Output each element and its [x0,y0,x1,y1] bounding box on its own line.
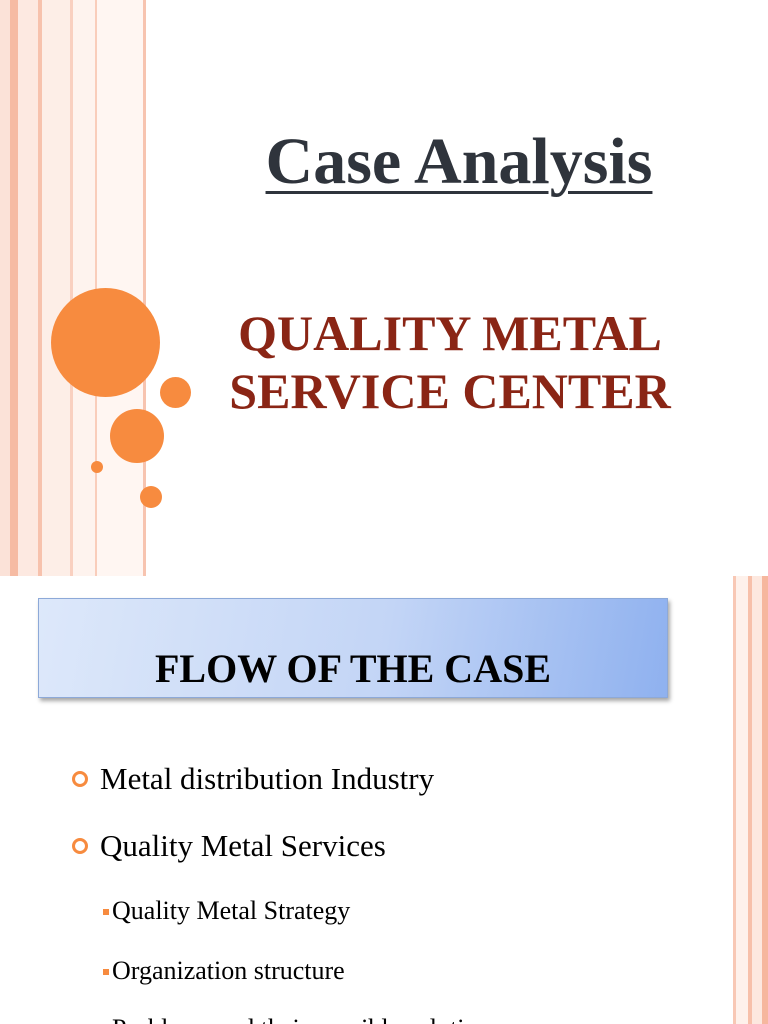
slide-title: Case Analysis [265,125,653,198]
orange-ring-icon [72,838,88,854]
decor-stripe [38,0,42,576]
sub-bullet-text: Quality Metal Strategy [112,896,351,925]
decor-circle-medium [110,409,164,463]
sub-bullet-item: Organization structure [103,956,345,986]
decor-circle-small [140,486,162,508]
decor-stripe [73,0,95,576]
orange-ring-icon [72,771,88,787]
orange-square-icon [103,969,109,975]
content-slide: FLOW OF THE CASE Metal distribution Indu… [0,576,768,1024]
decor-stripe [748,576,752,1024]
decor-circle-large [51,288,160,397]
slide-subtitle: QUALITY METAL SERVICE CENTER [160,304,740,420]
decor-stripe [762,576,768,1024]
decor-stripe [143,0,146,576]
bullet-text: Quality Metal Services [100,828,386,863]
orange-square-icon [103,909,109,915]
subtitle-line: QUALITY METAL [238,305,662,361]
bullet-item: Metal distribution Industry [72,761,434,797]
sub-bullet-text: Problems and their possible solutions [112,1014,501,1024]
sub-bullet-item: Quality Metal Strategy [103,896,350,926]
section-banner: FLOW OF THE CASE [38,598,668,698]
bullet-text: Metal distribution Industry [100,761,435,796]
decor-stripe [736,576,748,1024]
decor-stripe [18,0,38,576]
decor-circle-tiny [91,461,103,473]
decor-stripe [0,0,10,576]
decor-stripe [42,0,70,576]
banner-title: FLOW OF THE CASE [154,646,551,691]
decor-stripe [752,576,762,1024]
sub-bullet-text: Organization structure [112,956,345,985]
decor-stripe [10,0,18,576]
decor-stripe [733,576,736,1024]
sub-bullet-item: Problems and their possible solutions [103,1014,501,1024]
title-slide: Case Analysis QUALITY METAL SERVICE CENT… [0,0,740,576]
subtitle-line: SERVICE CENTER [229,363,671,419]
decor-circle-small [160,377,191,408]
bullet-item: Quality Metal Services [72,828,386,864]
decor-stripe [70,0,73,576]
